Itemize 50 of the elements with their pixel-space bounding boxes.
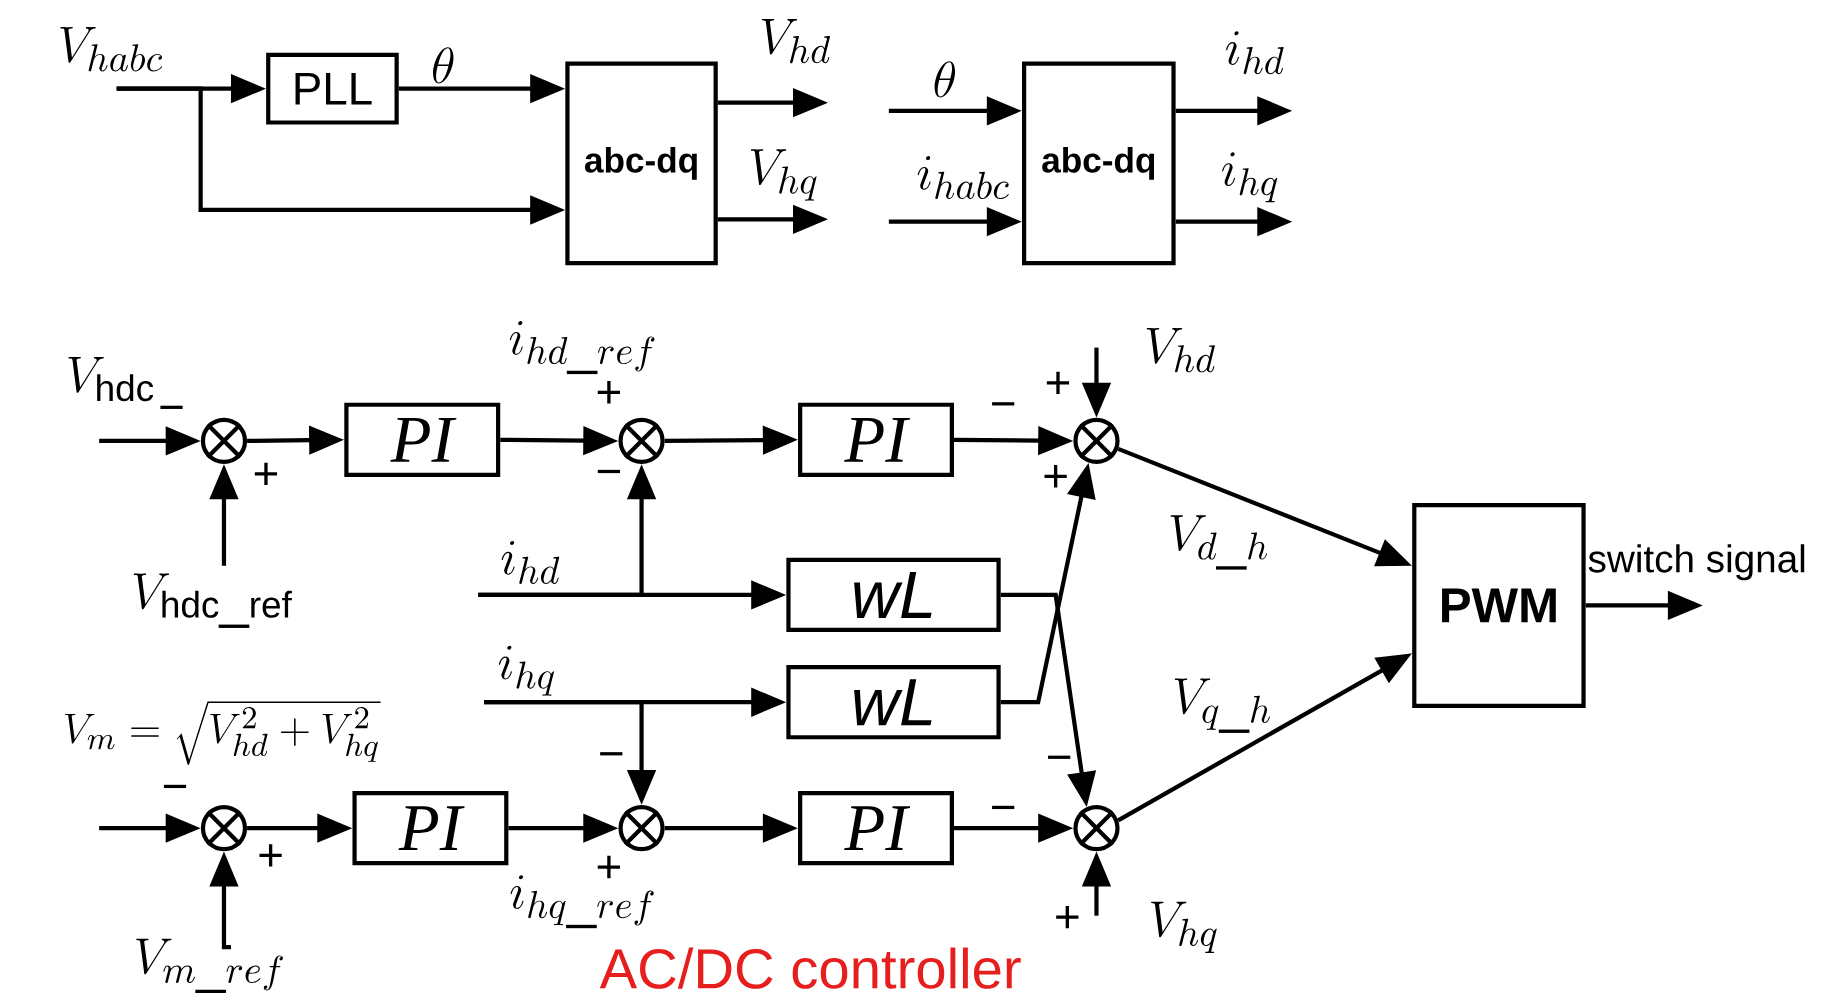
- transform-block: abc-dq: [565, 61, 718, 266]
- summing-junction: [1073, 417, 1120, 465]
- signal-label: $i_{hq}$: [498, 645, 554, 696]
- pi-block: PI: [344, 402, 501, 477]
- sign-label: −: [600, 752, 623, 756]
- pwm-block: PWM: [1412, 503, 1586, 708]
- summing-junction: [618, 417, 665, 465]
- sign-label: −: [160, 405, 183, 410]
- signal-label: $V_{hq}$: [750, 149, 817, 201]
- signal-label: $i_{hd}$: [1226, 31, 1284, 75]
- pi-block: PI: [798, 791, 954, 866]
- signal-label: $V_{hq}$: [1151, 901, 1217, 954]
- summing-junction: [200, 417, 248, 465]
- signal-label: $V_{\mathrm{hdc}}$: [68, 357, 154, 402]
- summing-junction: [1073, 805, 1120, 852]
- sign-label: −: [1048, 755, 1071, 759]
- gain-block: wL: [786, 665, 1001, 740]
- gain-block: wL: [786, 557, 1001, 633]
- signal-label: $\theta$: [934, 61, 956, 98]
- signal-label: $i_{hd}$: [501, 541, 560, 584]
- summing-junction: [618, 805, 665, 852]
- signal-label: $i_{hd\_ref}$: [509, 321, 655, 375]
- signal-label: $i_{hq}$: [1222, 152, 1278, 203]
- sign-label: +: [597, 381, 620, 404]
- signal-label: $V_{habc}$: [60, 27, 163, 72]
- pll-block: PLL: [266, 52, 399, 125]
- transform-block: abc-dq: [1022, 61, 1176, 266]
- signal-label: $V_{d\_h}$: [1170, 515, 1268, 570]
- pi-block: PI: [352, 791, 509, 866]
- signal-label: $V_{hd}$: [761, 19, 831, 64]
- signal-label: switch signal: [1588, 544, 1805, 581]
- signal-label: $V_{q\_h}$: [1174, 678, 1270, 733]
- signal-label: $V_{\mathrm{hdc\_ref}}$: [133, 573, 292, 628]
- signal-label: $\theta$: [433, 47, 454, 84]
- caption: AC/DC controller: [599, 947, 1021, 989]
- sign-label: −: [992, 805, 1015, 810]
- sign-label: −: [163, 784, 187, 789]
- pi-block: PI: [798, 402, 954, 477]
- sign-label: +: [259, 844, 282, 867]
- sign-label: +: [254, 462, 278, 486]
- sign-label: −: [597, 469, 621, 474]
- sign-label: −: [992, 402, 1015, 406]
- summing-junction: [200, 805, 248, 852]
- signal-label: $V_{hd}$: [1146, 328, 1215, 373]
- sign-label: +: [1046, 371, 1070, 395]
- signal-label: $V_m = \sqrt{V_{hd}^2 + V_{hq}^2}$: [64, 701, 381, 766]
- signal-label: $V_{m\_ref}$: [136, 938, 283, 994]
- sign-label: +: [1056, 906, 1079, 929]
- signal-label: $i_{habc}$: [917, 156, 1009, 200]
- sign-label: +: [1044, 465, 1067, 488]
